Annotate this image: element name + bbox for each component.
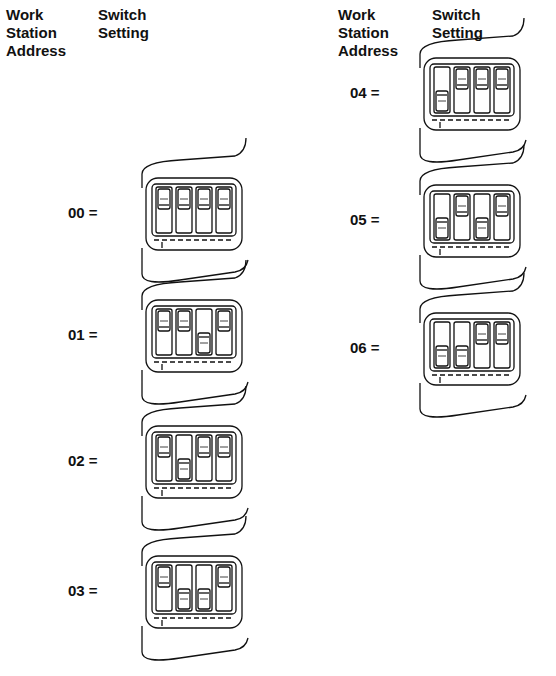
dip-switch [142, 386, 248, 530]
dip-switch [142, 260, 248, 404]
column-header: Work Station Address [338, 6, 418, 60]
address-label: 01 = [68, 326, 98, 344]
column-header: Work Station Address [6, 6, 86, 60]
address-label: 00 = [68, 204, 98, 222]
address-label: 04 = [350, 84, 380, 102]
address-label: 05 = [350, 211, 380, 229]
address-label: 02 = [68, 452, 98, 470]
column-header: Switch Setting [432, 6, 512, 42]
dip-switch [420, 273, 526, 417]
dip-switch [142, 138, 248, 282]
column-header: Switch Setting [98, 6, 178, 42]
dip-switch [142, 516, 248, 660]
address-label: 06 = [350, 339, 380, 357]
dip-switch [420, 145, 526, 289]
address-label: 03 = [68, 582, 98, 600]
